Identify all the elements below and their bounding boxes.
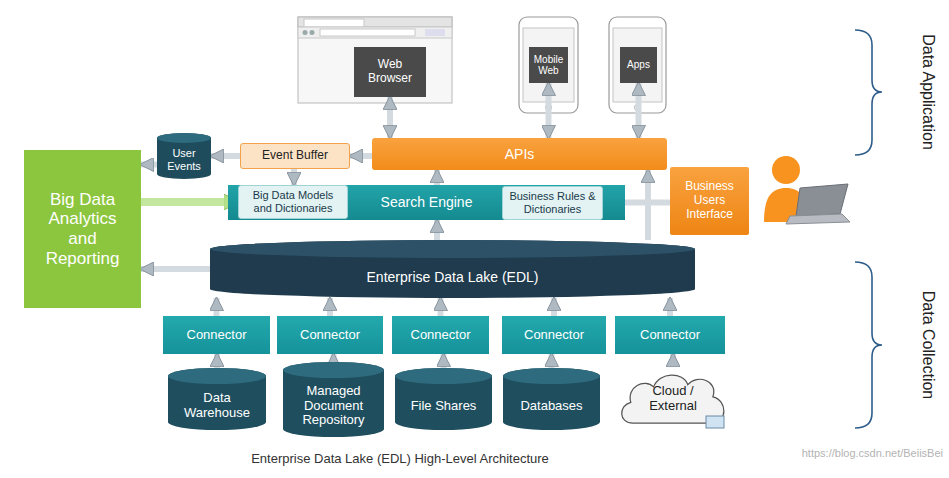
flow-arrow <box>350 153 372 159</box>
flow-arrow <box>141 162 157 168</box>
flow-arrow <box>141 266 210 272</box>
node-text: File Shares <box>411 399 477 414</box>
bracket <box>855 262 882 428</box>
cylinder-top <box>395 368 492 384</box>
watermark: https://blog.csdn.net/BeiisBei <box>802 447 943 459</box>
node-text: User Events <box>160 147 208 172</box>
node-text: Big Data Models and Dictionaries <box>242 189 344 214</box>
laptop-screen <box>796 184 848 216</box>
file-icon <box>706 416 724 428</box>
cylinder-top <box>283 362 384 378</box>
cloud-shape: Cloud / External <box>616 366 730 432</box>
flow-arrow <box>438 298 444 316</box>
source-cylinder: Managed Document Repository <box>283 362 384 437</box>
section-label: Data Application <box>919 34 937 150</box>
node-text: Mobile Web <box>531 54 566 77</box>
node-text: Data Warehouse <box>177 391 257 421</box>
flow-arrow <box>387 97 393 138</box>
flow-arrow <box>211 153 240 159</box>
store-cylinder: User Events <box>157 133 211 179</box>
flow-arrow <box>327 298 333 316</box>
source-cylinder: Databases <box>503 368 600 430</box>
node-text: Business Rules & Dictionaries <box>506 190 599 215</box>
flow-arrow <box>551 298 557 316</box>
node-text: Databases <box>520 399 582 414</box>
node-text: Big Data Analytics and Reporting <box>32 190 133 268</box>
node-text: Connector <box>187 328 247 343</box>
cylinder-body <box>157 133 211 179</box>
connector-box: Connector <box>502 316 606 354</box>
browser-address-bar <box>320 29 415 36</box>
client-box: Apps <box>620 47 657 83</box>
buffer-box: Event Buffer <box>240 143 350 169</box>
analytics-box: Big Data Analytics and Reporting <box>24 150 141 308</box>
bracket <box>855 30 882 155</box>
node-text: Business Users Interface <box>674 180 745 221</box>
cylinder-body <box>210 240 695 298</box>
browser-toolbar <box>298 27 452 38</box>
connector-box: Connector <box>392 316 489 354</box>
browser-window <box>298 17 452 103</box>
laptop-base <box>786 214 850 224</box>
connector-box: Connector <box>163 316 270 354</box>
flow-arrow <box>141 198 238 206</box>
data-lake-cylinder: Enterprise Data Lake (EDL) <box>210 240 695 298</box>
interface-box: Business Users Interface <box>670 167 749 235</box>
connector-box: Connector <box>615 316 725 354</box>
cylinder-top <box>210 240 695 258</box>
browser-frame <box>298 17 452 103</box>
flow-arrow <box>214 354 220 368</box>
flow-arrow <box>434 220 440 240</box>
flow-arrow <box>546 83 552 138</box>
flow-arrow <box>441 354 447 368</box>
node-text: Event Buffer <box>262 149 328 163</box>
section-label: Data Collection <box>919 291 937 400</box>
cylinder-top <box>157 133 211 143</box>
browser-button <box>303 30 308 35</box>
cylinder-body <box>395 368 492 430</box>
flow-arrow <box>670 354 676 366</box>
browser-tab <box>304 19 364 27</box>
flow-arrow <box>667 298 673 316</box>
flow-arrow <box>214 298 220 316</box>
client-box: Web Browser <box>354 47 426 97</box>
flow-arrow <box>331 354 337 362</box>
node-text: Apps <box>627 59 650 71</box>
source-cylinder: Data Warehouse <box>168 368 266 430</box>
person-icon <box>764 156 850 224</box>
flow-arrow <box>434 170 440 185</box>
node-text: Connector <box>411 328 471 343</box>
flow-arrow <box>549 354 555 368</box>
browser-tabbar <box>298 17 452 27</box>
cylinder-top <box>503 368 600 384</box>
client-box: Mobile Web <box>529 47 568 83</box>
node-text: APIs <box>505 146 535 162</box>
cylinder-body <box>283 362 384 437</box>
browser-button <box>310 30 315 35</box>
node-text: Cloud / External <box>642 384 704 414</box>
dictionary-box: Business Rules & Dictionaries <box>502 186 603 220</box>
person-head <box>772 156 800 184</box>
caption: Enterprise Data Lake (EDL) High-Level Ar… <box>251 451 549 466</box>
node-text: Web Browser <box>359 58 421 86</box>
node-text: Connector <box>640 328 700 343</box>
browser-icons <box>425 29 445 36</box>
search-band: Search Engine Big Data Models and Diction… <box>228 185 625 220</box>
node-text: Managed Document Repository <box>293 384 375 429</box>
source-cylinder: File Shares <box>395 368 492 430</box>
api-band: APIs <box>372 138 667 170</box>
cylinder-top <box>168 368 266 384</box>
flow-arrow <box>636 83 642 138</box>
cylinder-body <box>503 368 600 430</box>
dictionary-box: Big Data Models and Dictionaries <box>238 185 348 219</box>
flow-arrow <box>645 170 651 240</box>
node-text: Connector <box>524 328 584 343</box>
node-text: Connector <box>300 328 360 343</box>
node-text: Enterprise Data Lake (EDL) <box>367 269 539 285</box>
flow-arrow <box>291 169 297 185</box>
cylinder-body <box>168 368 266 430</box>
node-text: Search Engine <box>381 194 473 210</box>
connector-box: Connector <box>277 316 383 354</box>
